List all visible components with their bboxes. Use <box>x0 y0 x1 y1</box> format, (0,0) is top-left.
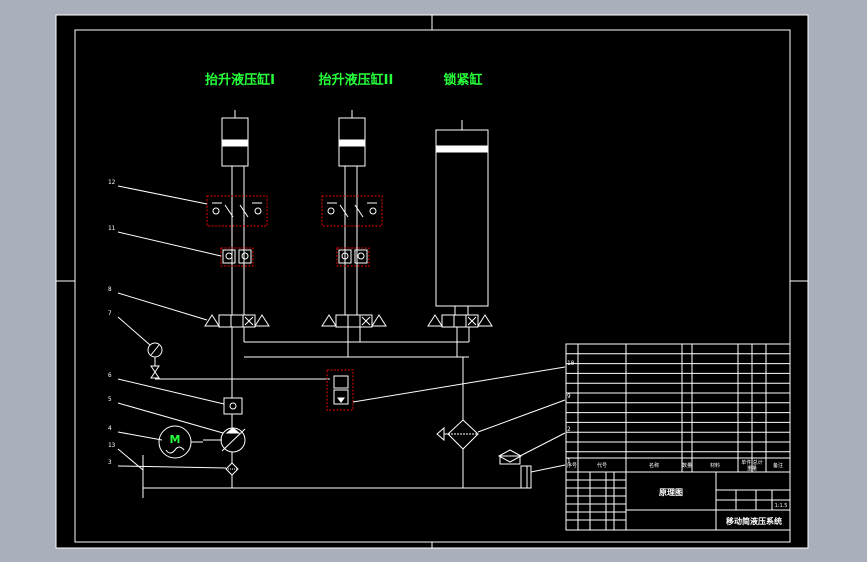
suction-filter <box>225 462 239 476</box>
title-block <box>565 471 791 531</box>
header-material: 材料 <box>710 462 720 469</box>
directional-valve-3 <box>427 314 493 328</box>
callout-4: 4 <box>108 425 112 432</box>
header-remarks: 备注 <box>773 462 783 469</box>
header-qty: 数量 <box>682 462 692 469</box>
header-name: 名称 <box>649 462 659 469</box>
directional-valve-1 <box>204 314 270 328</box>
lift-cylinder-2 <box>338 110 366 315</box>
callout-5: 5 <box>108 396 112 403</box>
parts-list-table <box>565 343 791 473</box>
motor-label: M <box>170 433 181 446</box>
locking-cylinder <box>435 120 489 315</box>
header-code: 代号 <box>597 462 607 469</box>
callout-8: 8 <box>108 286 112 293</box>
throttle-valve-1 <box>220 247 254 267</box>
header-seq: 序号 <box>567 462 577 469</box>
callout-leaders <box>117 185 566 473</box>
callout-11: 11 <box>108 225 116 232</box>
pipelines <box>142 327 528 498</box>
hydraulic-lock-1 <box>206 195 268 227</box>
check-valve <box>223 397 243 415</box>
callout-12: 12 <box>108 179 116 186</box>
callout-2: 2 <box>567 426 571 433</box>
lift-cylinder-1 <box>221 110 249 315</box>
directional-valve-2 <box>321 314 387 328</box>
callout-13: 13 <box>108 442 116 449</box>
electric-motor <box>158 425 203 459</box>
callout-9: 9 <box>567 393 571 400</box>
title-locking-cylinder: 锁紧缸 <box>443 72 482 88</box>
hydraulic-lock-2 <box>321 195 383 227</box>
callout-6: 6 <box>108 372 112 379</box>
drawing-sheet <box>55 14 809 549</box>
drawing-name: 原理图 <box>659 488 683 497</box>
title-lift-cylinder-1: 抬升液压缸I <box>205 72 275 88</box>
hydraulic-pump <box>220 427 246 453</box>
scale-value: 1:1.5 <box>775 503 788 509</box>
header-single-total: 单件 总计 <box>741 459 763 466</box>
system-name: 移动简液压系统 <box>726 516 782 526</box>
callout-1: 1 <box>567 458 571 465</box>
callout-7: 7 <box>108 310 112 317</box>
centering-marks <box>56 15 808 548</box>
pressure-gauge <box>147 342 163 379</box>
throttle-valve-2 <box>336 247 370 267</box>
oil-cooler <box>436 419 479 450</box>
relief-valve <box>326 369 354 411</box>
title-lift-cylinder-2: 抬升液压缸II <box>319 72 394 88</box>
parts-list-header: 序号 代号 名称 数量 材料 单件 总计 重量 备注 <box>567 459 783 472</box>
header-weight: 重量 <box>747 465 757 472</box>
callout-3: 3 <box>108 459 112 466</box>
